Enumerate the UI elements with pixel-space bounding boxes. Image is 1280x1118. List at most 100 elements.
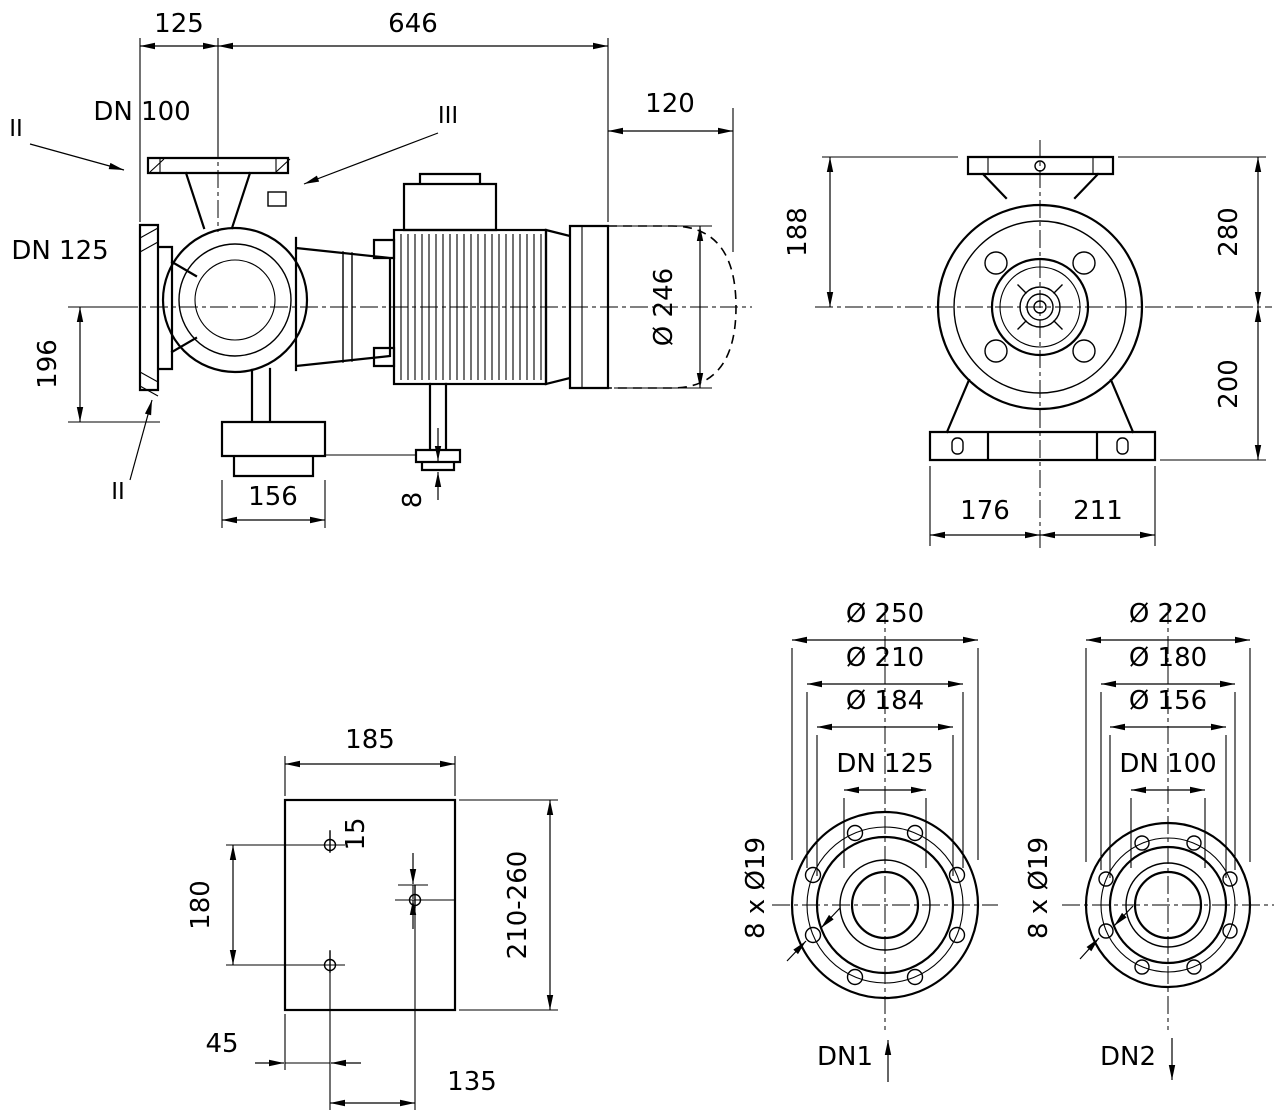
bolt-count-label: 8 x Ø19 xyxy=(1024,837,1054,939)
dim-text-dia220: Ø 220 xyxy=(1129,599,1207,629)
dim-text-range: 210-260 xyxy=(503,851,533,960)
side-view: 125 646 120 DN 100 DN 125 II III II 196 … xyxy=(9,9,752,528)
shaft-center-star xyxy=(1017,284,1063,330)
flange1-extension-lines xyxy=(791,648,979,876)
mounting-bolt xyxy=(323,838,337,852)
flange1-bolt-circle xyxy=(806,826,964,984)
volute-inner-circle xyxy=(194,259,276,341)
dim-text-135: 135 xyxy=(447,1067,497,1097)
shaft-circle-3 xyxy=(1033,300,1047,314)
section-label-ii-bottom: II xyxy=(111,479,125,505)
flange2-bolt-hole xyxy=(1134,959,1150,975)
dim-text-646: 646 xyxy=(388,9,438,39)
dim-text-188: 188 xyxy=(783,207,813,257)
casing-bolt-hole xyxy=(1072,339,1096,363)
dim-text-dia180: Ø 180 xyxy=(1129,643,1207,673)
casing-face-circle xyxy=(953,220,1127,394)
bolt-hole-arrow-a xyxy=(1079,937,1100,960)
leader-ii-top xyxy=(29,143,125,171)
dim-text-125: 125 xyxy=(154,9,204,39)
dim-text-dia246: Ø 246 xyxy=(649,268,679,346)
vent-plug xyxy=(267,191,287,207)
flange2-bolt-hole xyxy=(1186,835,1202,851)
dim-text-180: 180 xyxy=(186,880,216,930)
flange2-bolt-hole xyxy=(1134,835,1150,851)
front-top-flange-ticks xyxy=(987,157,1094,174)
flange1-bolt-hole xyxy=(846,968,864,986)
adapter-lantern xyxy=(294,236,396,372)
label-dn125: DN 125 xyxy=(11,236,108,266)
terminal-box xyxy=(402,172,498,232)
front-centerlines xyxy=(815,140,1272,552)
front-view: 188 280 200 176 211 xyxy=(783,140,1272,552)
baseplate-extension-lines xyxy=(226,756,558,1110)
dim-text-dia156: Ø 156 xyxy=(1129,686,1207,716)
front-base xyxy=(928,378,1157,462)
dim-text-45: 45 xyxy=(205,1029,238,1059)
flange1-centerlines xyxy=(772,606,998,1030)
flange2-bolt-hole xyxy=(1222,923,1238,939)
port-label-dn1: DN1 xyxy=(817,1042,873,1072)
volute-mid-circle xyxy=(178,243,292,357)
bolt-count-label: 8 x Ø19 xyxy=(741,837,771,939)
bolt-hole-arrow-b xyxy=(1113,905,1134,927)
flange2-face-circle xyxy=(1108,845,1228,965)
flange2-bore-circle xyxy=(1133,870,1203,940)
hub-circle-outer xyxy=(990,257,1090,357)
dim-text-211: 211 xyxy=(1073,496,1123,526)
flange1-bolt-hole xyxy=(948,866,966,884)
flange1-bolt-hole xyxy=(846,824,864,842)
port-label-dn2: DN2 xyxy=(1100,1042,1156,1072)
flange-dn100-view: Ø 220 Ø 180 Ø 156 DN 100 8 x Ø19 DN2 xyxy=(1024,599,1274,1080)
casing-bolt-hole xyxy=(984,251,1008,275)
bolt-hole-arrow-b xyxy=(820,907,841,929)
dim-text-dia210: Ø 210 xyxy=(846,643,924,673)
pump-foot xyxy=(220,367,327,478)
dim-text-8: 8 xyxy=(398,492,428,509)
dim-text-15: 15 xyxy=(341,817,371,850)
flange2-extension-lines xyxy=(1085,648,1251,878)
section-label-ii-top: II xyxy=(9,116,23,142)
front-extension-lines xyxy=(822,156,1266,546)
suction-flange xyxy=(138,223,198,392)
casing-bolt-hole xyxy=(984,339,1008,363)
flange2-outer-circle xyxy=(1084,821,1252,989)
discharge-flange-ticks xyxy=(149,158,291,173)
flange-dn125-view: Ø 250 Ø 210 Ø 184 DN 125 8 x Ø19 DN1 xyxy=(741,599,998,1082)
dim-text-dn100: DN 100 xyxy=(1119,749,1216,779)
flange1-bore-circle xyxy=(850,870,920,940)
dim-text-156: 156 xyxy=(248,482,298,512)
flange2-bolt-hole xyxy=(1098,871,1114,887)
front-flange-hole xyxy=(1034,160,1046,172)
dim-text-196: 196 xyxy=(33,339,63,389)
flange2-bolt-circle xyxy=(1100,837,1236,973)
discharge-flange xyxy=(146,156,290,230)
flange1-face-circle xyxy=(815,835,955,975)
flange1-bolt-hole xyxy=(804,926,822,944)
base-slot-right xyxy=(1116,437,1129,455)
bolt-stems xyxy=(329,830,416,973)
dim-text-200: 200 xyxy=(1214,359,1244,409)
bolt-row-lines xyxy=(285,844,455,966)
flange1-bolt-hole xyxy=(804,866,822,884)
front-top-flange xyxy=(966,155,1115,200)
flange1-bolt-hole xyxy=(906,824,924,842)
dim-text-dia250: Ø 250 xyxy=(846,599,924,629)
flange2-bolt-hole xyxy=(1098,923,1114,939)
baseplate-outline xyxy=(283,798,457,1012)
dim-text-dia184: Ø 184 xyxy=(846,686,924,716)
flange1-bolt-hole xyxy=(906,968,924,986)
mounting-bolt xyxy=(323,958,337,972)
leader-iii xyxy=(303,132,439,185)
casing-bolt-hole xyxy=(1072,251,1096,275)
flange2-step-circle xyxy=(1125,862,1211,948)
motor-fins xyxy=(400,234,542,380)
dim-text-280: 280 xyxy=(1214,207,1244,257)
base-slot-left xyxy=(951,437,964,455)
motor-stand xyxy=(414,382,462,472)
dim-text-dn125: DN 125 xyxy=(836,749,933,779)
label-dn100: DN 100 xyxy=(93,97,190,127)
bolt-hole-arrow-a xyxy=(786,940,807,962)
